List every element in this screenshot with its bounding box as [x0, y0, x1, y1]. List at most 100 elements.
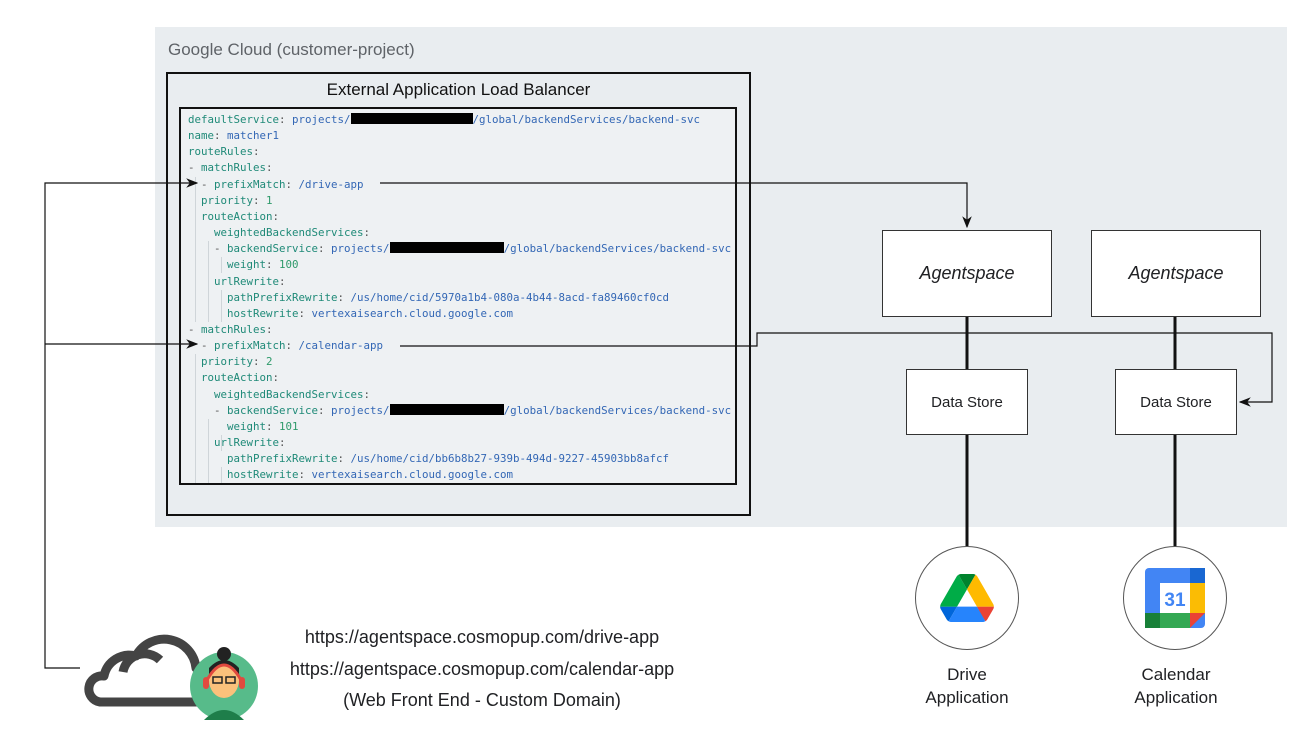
- list-dash: -: [188, 161, 202, 175]
- load-balancer-title: External Application Load Balancer: [326, 80, 591, 99]
- agentspace-label: Agentspace: [919, 263, 1015, 283]
- code-key: priority: [201, 355, 254, 369]
- code-value-suffix: /global/backendServices/backend-svc: [503, 403, 732, 417]
- code-line: routeAction:: [201, 370, 286, 386]
- agentspace-drive-box: Agentspace: [882, 230, 1052, 317]
- colon: :: [266, 258, 280, 272]
- code-value-suffix: /global/backendServices/backend-svc: [503, 242, 732, 256]
- indent-guide: [208, 418, 209, 483]
- code-value: projects/: [331, 403, 390, 417]
- code-key: prefixMatch: [214, 177, 286, 191]
- code-line: - prefixMatch: /drive-app: [201, 177, 364, 193]
- code-line: routeAction:: [201, 209, 286, 225]
- calendar-app-url[interactable]: https://agentspace.cosmopup.com/calendar…: [289, 659, 675, 679]
- agentspace-label: Agentspace: [1128, 263, 1224, 283]
- code-value: 101: [279, 419, 299, 433]
- calendar-day-text: 31: [1164, 590, 1186, 611]
- code-line: priority: 2: [201, 354, 273, 370]
- colon: :: [266, 161, 280, 175]
- code-key: urlRewrite: [214, 274, 280, 288]
- code-key: routeAction: [201, 209, 273, 223]
- load-balancer-box: [166, 72, 751, 516]
- url-map-code-block: defaultService: projects/ /global/backend…: [179, 107, 737, 485]
- code-value-suffix: /global/backendServices/backend-svc: [472, 113, 701, 126]
- code-key: prefixMatch: [214, 339, 286, 353]
- google-drive-icon: [915, 546, 1019, 650]
- code-value: projects/: [292, 113, 351, 126]
- indent-guide: [208, 241, 209, 322]
- code-key: hostRewrite: [227, 468, 299, 482]
- google-calendar-icon: 31: [1123, 546, 1227, 650]
- colon: :: [285, 177, 299, 191]
- drive-rule-to-agentspace-arrow: [380, 182, 972, 229]
- code-value: 100: [279, 258, 299, 272]
- code-line: routeRules:: [188, 144, 266, 160]
- code-value: /calendar-app: [298, 339, 384, 353]
- code-key: routeRules: [188, 145, 254, 159]
- code-value: matcher1: [227, 129, 280, 143]
- code-value: 1: [266, 193, 273, 207]
- region-title: Google Cloud (customer-project): [168, 40, 415, 59]
- colon: :: [279, 274, 293, 288]
- indent-guide: [221, 289, 222, 322]
- colon: :: [272, 209, 286, 223]
- code-key: name: [188, 129, 215, 143]
- colon: :: [214, 129, 228, 143]
- colon: :: [253, 193, 267, 207]
- indent-guide: [195, 354, 196, 483]
- colon: :: [363, 387, 377, 401]
- colon: :: [363, 226, 377, 240]
- colon: :: [253, 355, 267, 369]
- colon: :: [318, 403, 332, 417]
- code-line: weight: 101: [227, 419, 299, 435]
- code-key: matchRules: [201, 322, 267, 336]
- indent-guide: [221, 257, 222, 274]
- code-line: urlRewrite:: [214, 435, 292, 451]
- datastore-calendar-box: Data Store: [1115, 369, 1237, 435]
- code-key: weightedBackendServices: [214, 387, 364, 401]
- drive-app-url[interactable]: https://agentspace.cosmopup.com/drive-ap…: [304, 627, 660, 647]
- app-label-line1: Calendar: [1141, 665, 1211, 684]
- code-line: - matchRules:: [188, 322, 279, 338]
- redacted-project-id: [350, 113, 473, 124]
- code-line: defaultService: projects//global/backend…: [188, 112, 700, 128]
- code-value: vertexaisearch.cloud.google.com: [311, 306, 514, 320]
- code-key: weightedBackendServices: [214, 226, 364, 240]
- list-dash: -: [214, 403, 228, 417]
- indent-guide: [221, 435, 222, 452]
- indent-guide: [221, 467, 222, 483]
- agentspace-calendar-box: Agentspace: [1091, 230, 1261, 317]
- code-value: /drive-app: [298, 177, 364, 191]
- code-line: hostRewrite: vertexaisearch.cloud.google…: [227, 467, 513, 483]
- code-value: 2: [266, 355, 273, 369]
- code-key: weight: [227, 419, 267, 433]
- app-label-line2: Application: [1134, 688, 1218, 707]
- code-key: hostRewrite: [227, 306, 299, 320]
- datastore-drive-box: Data Store: [906, 369, 1028, 435]
- code-key: pathPrefixRewrite: [227, 452, 338, 466]
- frontend-client-icons: [84, 634, 258, 720]
- colon: :: [266, 322, 280, 336]
- code-key: defaultService: [188, 113, 280, 126]
- list-dash: -: [214, 242, 228, 256]
- app-label-line2: Application: [925, 688, 1009, 707]
- colon: :: [285, 339, 299, 353]
- colon: :: [253, 145, 267, 159]
- code-line: pathPrefixRewrite: /us/home/cid/5970a1b4…: [227, 290, 669, 306]
- list-dash: -: [188, 322, 202, 336]
- code-line: urlRewrite:: [214, 274, 292, 290]
- user-avatar-icon: [190, 647, 258, 720]
- app-label-line1: Drive: [947, 665, 987, 684]
- redacted-project-id: [389, 403, 504, 415]
- code-key: matchRules: [201, 161, 267, 175]
- code-line: - prefixMatch: /calendar-app: [201, 338, 383, 354]
- code-key: backendService: [227, 403, 319, 417]
- redacted-project-id: [389, 242, 504, 254]
- code-value: vertexaisearch.cloud.google.com: [311, 468, 514, 482]
- calendar-rule-to-datastore-arrow: [400, 332, 1273, 407]
- code-value: projects/: [331, 242, 390, 256]
- datastore-label: Data Store: [1140, 393, 1212, 411]
